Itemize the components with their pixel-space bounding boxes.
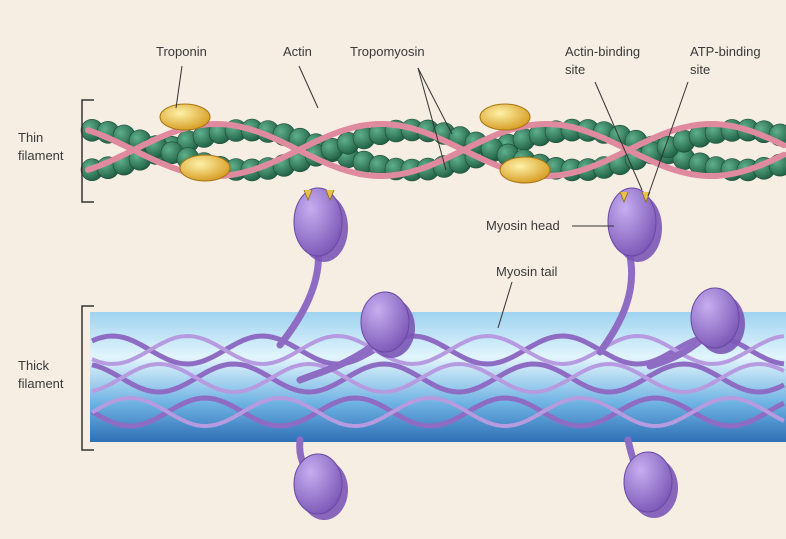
myosin-head-label: Myosin head xyxy=(486,218,560,233)
myosin-tail-label: Myosin tail xyxy=(496,264,558,279)
thin-filament-label-line1: Thin xyxy=(18,130,43,145)
atp-binding-site-label-line2: site xyxy=(690,62,710,77)
thin-filament-bracket xyxy=(82,100,94,202)
thick-filament-label-line2: filament xyxy=(18,376,64,391)
myosin-head xyxy=(624,452,672,512)
thin-filament xyxy=(81,104,786,183)
atp-binding-site-label-line1: ATP-binding xyxy=(690,44,761,59)
myosin-head xyxy=(691,288,739,348)
leader-lines xyxy=(176,66,688,328)
thick-filament-label-line1: Thick xyxy=(18,358,50,373)
tropomyosin-leader-2 xyxy=(418,68,446,170)
myosin-head xyxy=(294,454,342,514)
troponin-complex xyxy=(500,157,550,183)
tropomyosin-label: Tropomyosin xyxy=(350,44,425,59)
troponin-complex xyxy=(180,155,230,181)
thin-filament-label-line2: filament xyxy=(18,148,64,163)
myosin-head xyxy=(608,188,656,256)
troponin-complex xyxy=(480,104,530,130)
actin-binding-site-label-line1: Actin-binding xyxy=(565,44,640,59)
troponin-complex xyxy=(160,104,210,130)
actin-label: Actin xyxy=(283,44,312,59)
myosin-head xyxy=(294,188,342,256)
actin-leader xyxy=(299,66,318,108)
troponin-leader xyxy=(176,66,182,108)
troponin-label: Troponin xyxy=(156,44,207,59)
actin-binding-site-label-line2: site xyxy=(565,62,585,77)
myosin-head xyxy=(361,292,409,352)
